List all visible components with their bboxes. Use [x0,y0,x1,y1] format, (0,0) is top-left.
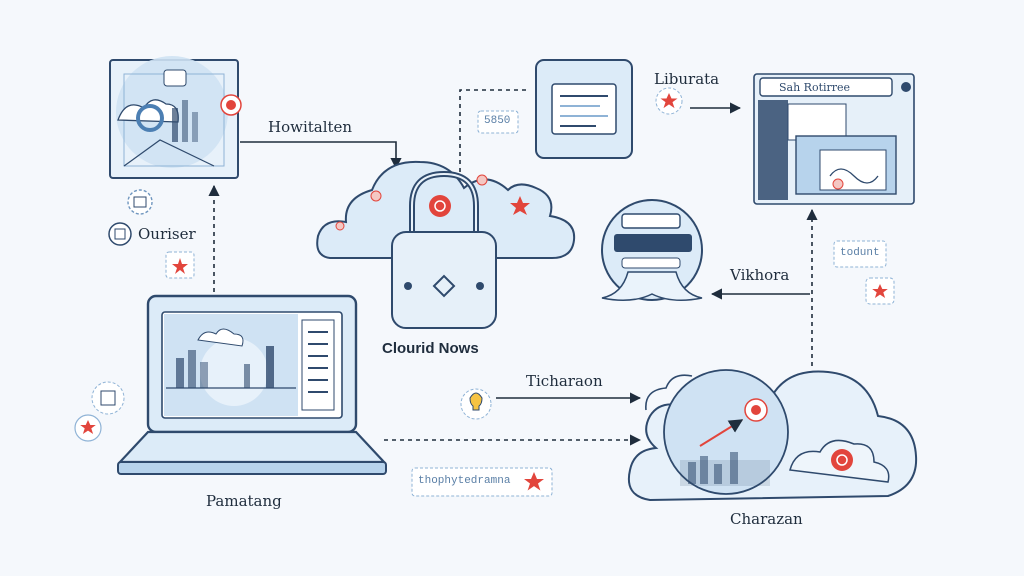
laptop-side-icons [74,381,125,442]
label-vikhora: Vikhora [730,266,790,284]
browser-address-bar: Sah Rotirree [779,81,851,94]
badge-todunt: todunt [840,247,880,259]
liburata-star-icon [655,87,683,115]
badge-5850-box [477,110,519,134]
connectors [208,89,818,446]
label-ticharaon: Ticharaon [526,372,603,390]
badge-thophytedramna: thophytedramna [418,475,511,487]
badge-thophy-star-icon [524,472,544,491]
device-round [601,199,703,301]
label-charazan: Charazan [730,510,803,528]
dashboard-panel [109,56,242,179]
big-cloud [628,369,918,502]
browser-window [753,73,915,205]
info-card [535,59,633,159]
connector-cloud-to-card [459,89,530,188]
ouriser-icon-group [108,189,195,279]
laptop [117,294,387,475]
label-howitalten: Howitalten [268,118,353,136]
cloud-lock [316,160,576,329]
label-pamatang: Pamatang [206,492,282,510]
lightbulb-icon [460,388,492,420]
badge-thophy-box [411,467,553,497]
connector-dashboard-to-cloud [240,141,402,170]
todunt-star-icon [865,277,895,305]
label-cloud-news: Clourid Nows [382,340,479,357]
label-liburata: Liburata [654,70,720,88]
badge-todunt-box [833,240,887,268]
label-ouriser: Ouriser [138,225,196,243]
badge-5850: 5850 [484,115,511,127]
